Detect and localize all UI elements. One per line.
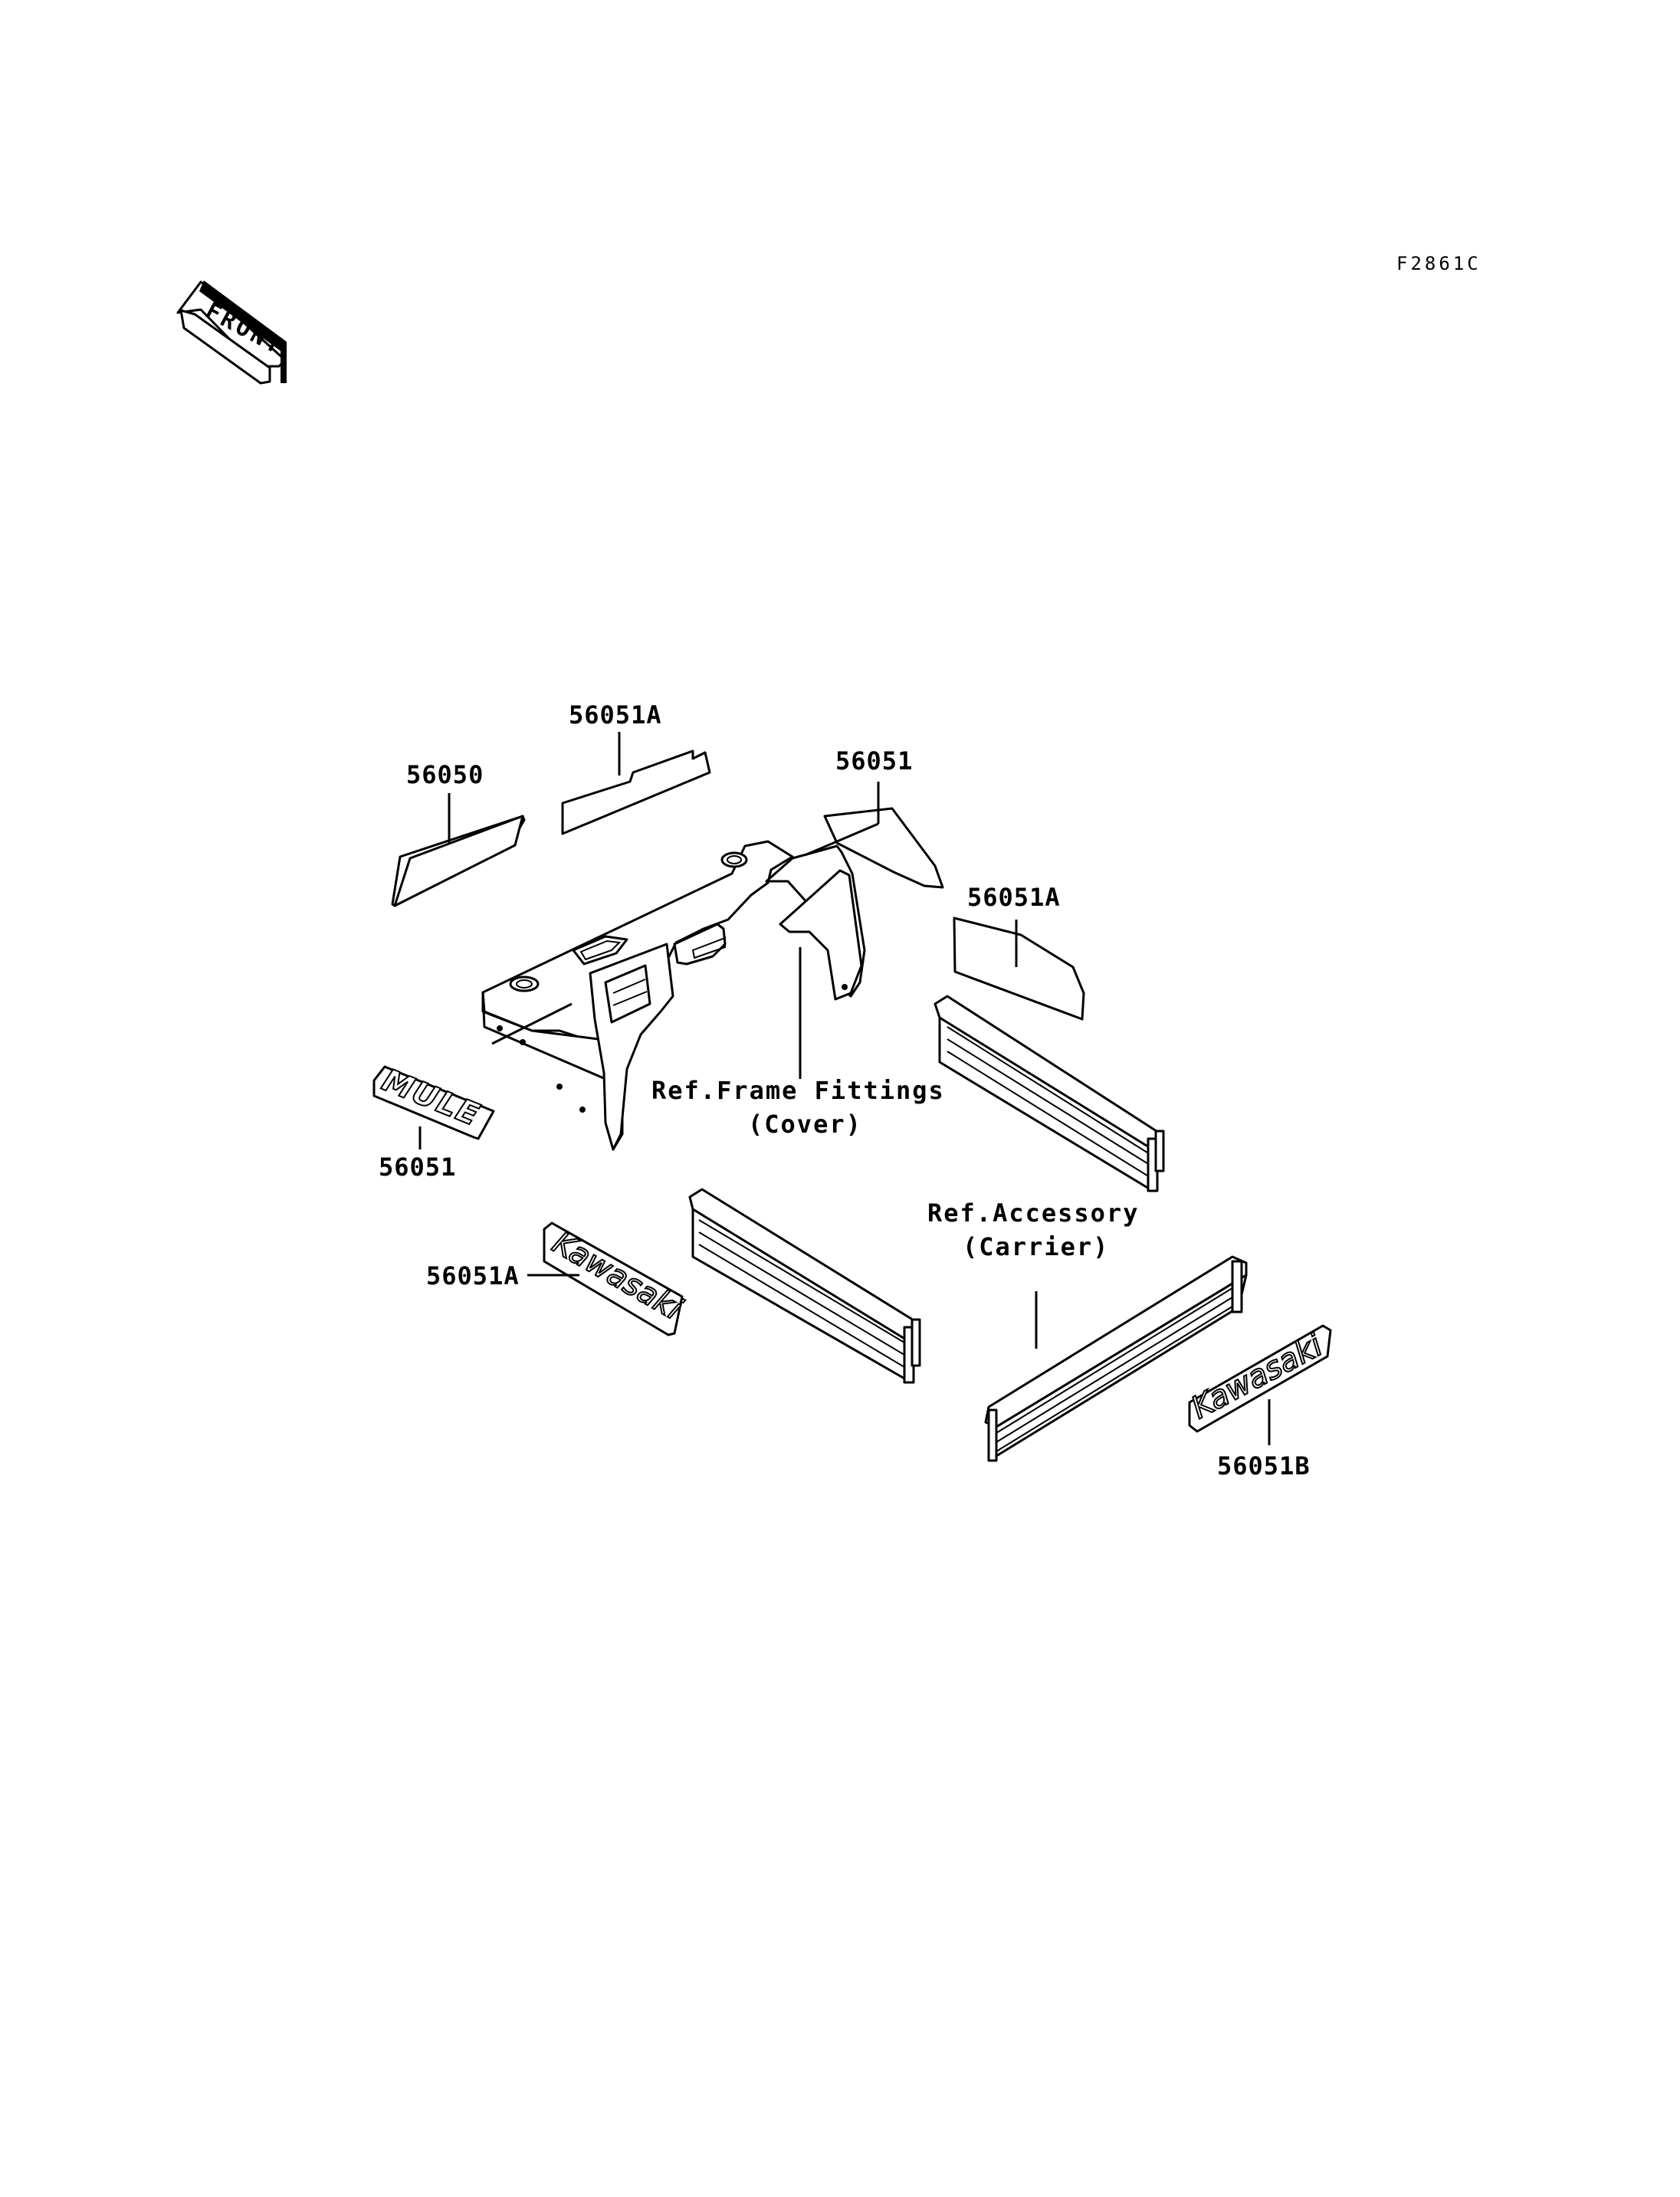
callout-56050: 56050 (406, 760, 484, 789)
callout-56051-bottom: 56051 (379, 1153, 456, 1182)
callout-56051a-top: 56051A (569, 700, 662, 730)
carrier-gate-upper-right (934, 995, 1165, 1192)
ref-accessory-line2: (Carrier) (963, 1232, 1109, 1261)
mule-decal-label: MULE (377, 1063, 485, 1134)
decal-56050 (391, 815, 526, 907)
kawasaki-decal-right-label: Kawasaki (1186, 1328, 1328, 1426)
callout-56051b: 56051B (1217, 1451, 1311, 1481)
decal-56051a-right (953, 917, 1085, 1021)
kawasaki-decal-left: Kawasaki (543, 1221, 688, 1336)
mule-decal: MULE (372, 1062, 495, 1140)
ref-accessory-line1: Ref.Accessory (927, 1199, 1139, 1228)
carrier-gate-center (688, 1188, 921, 1384)
carrier-gate-lower-right (984, 1255, 1248, 1462)
callout-56051a-right: 56051A (967, 883, 1061, 912)
front-direction-arrow-icon: FRONT (176, 280, 288, 385)
kawasaki-decal-right: Kawasaki (1185, 1324, 1332, 1433)
callout-56051-top: 56051 (835, 746, 913, 776)
decal-56051-top (823, 807, 944, 889)
ref-frame-fittings-line2: (Cover) (748, 1110, 862, 1139)
decal-56051a-top (561, 749, 711, 835)
figure-code: F2861C (1396, 253, 1481, 274)
callout-56051a-left: 56051A (426, 1261, 520, 1290)
ref-frame-fittings-line1: Ref.Frame Fittings (651, 1076, 945, 1105)
leader-lines (418, 732, 1271, 1445)
